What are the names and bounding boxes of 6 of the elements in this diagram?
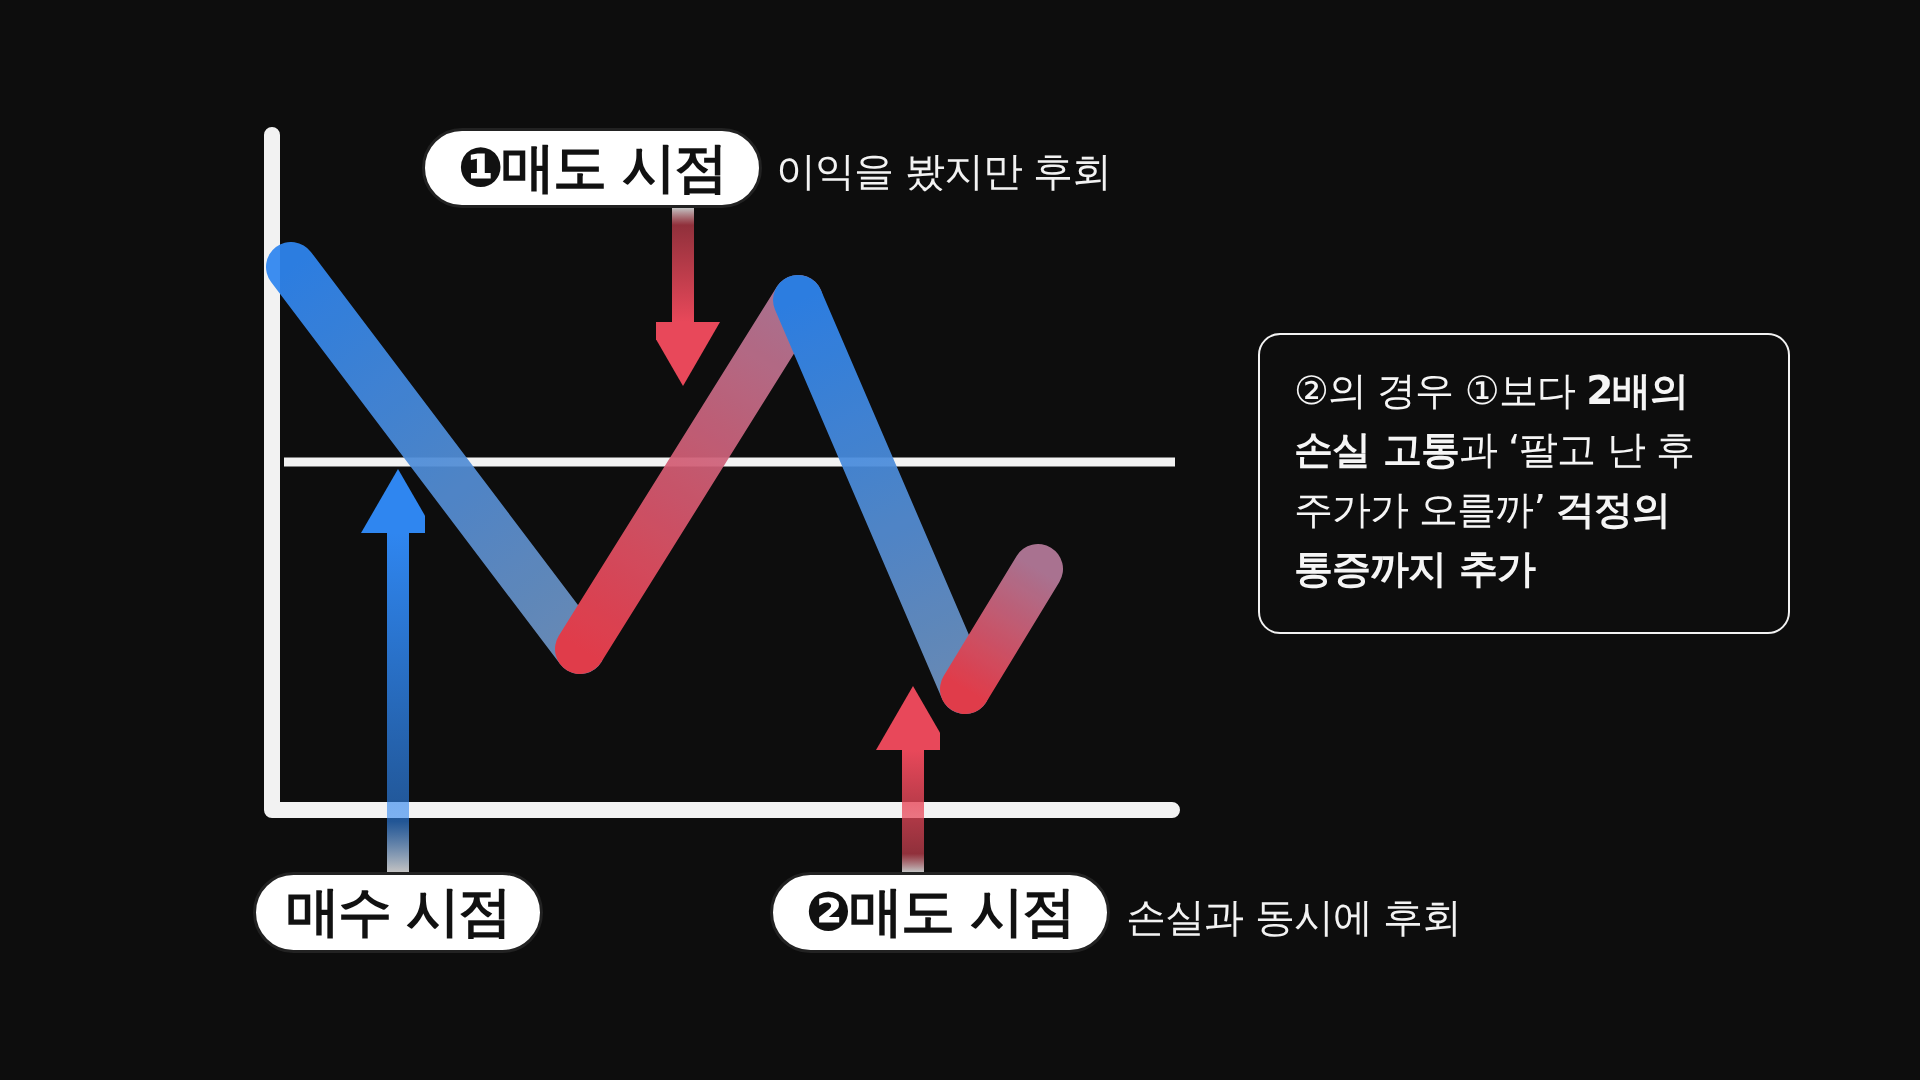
caption-text: 손실과 동시에 후회 xyxy=(1126,893,1462,942)
sell-point-label: ❶매도 시점 xyxy=(422,128,762,208)
sell-point-label: ❷매도 시점 xyxy=(770,872,1110,953)
note-text: ②의 경우 ①보다 2배의 손실 고통과 ‘팔고 난 후 주가가 오를까’ 걱정의 통증까지 추가 xyxy=(1294,368,1695,591)
buy-point-label: 매수 시점 xyxy=(253,872,543,953)
caption-text: 이익을 봤지만 후회 xyxy=(776,147,1112,196)
